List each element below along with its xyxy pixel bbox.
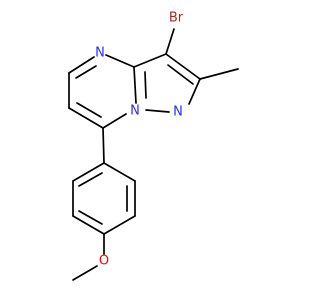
bond-n4-c5-inner (75, 65, 97, 79)
bond-c3-c2 (165, 53, 201, 80)
bond-c3a-n7a-inner (144, 71, 147, 99)
nitrogen-pyrazole-label: N (173, 105, 183, 120)
bromine-label: Br (169, 11, 184, 26)
bond-o-methyl (72, 265, 98, 281)
nitrogen-bridge-label: N (130, 104, 140, 119)
bond-ar3-ar4 (72, 215, 105, 235)
bond-ar1-ar2 (72, 162, 105, 182)
bond-ar4-ar5 (103, 215, 136, 235)
bond-c7-n7a (102, 113, 127, 129)
bond-c6-c7-inner (76, 102, 102, 118)
bond-n1-n7a (145, 109, 170, 113)
nitrogen-pyrimidine-label: N (95, 46, 105, 61)
bond-ar6-ar1 (103, 162, 136, 182)
bond-c2-n1 (188, 78, 201, 105)
bond-c7-aryl (102, 127, 105, 164)
bond-c3-c3a (133, 53, 167, 68)
bond-c3a-n4 (105, 54, 135, 68)
bonds (68, 28, 239, 281)
bond-c2-methyl (199, 68, 239, 80)
bond-ar3-ar4-inner (78, 210, 103, 225)
bond-n4-c5 (68, 56, 95, 74)
oxygen-methoxy-label: O (99, 254, 109, 269)
bond-c6-c7 (68, 107, 104, 129)
bond-c3-c2-inner (167, 64, 194, 85)
bond-ar1-ar2-inner (78, 172, 103, 187)
bond-c3-br (165, 28, 175, 55)
atom-labels: Br N N N O (95, 11, 184, 269)
bond-c3a-n7a (133, 66, 137, 104)
molecule-diagram: Br N N N O (68, 11, 239, 281)
